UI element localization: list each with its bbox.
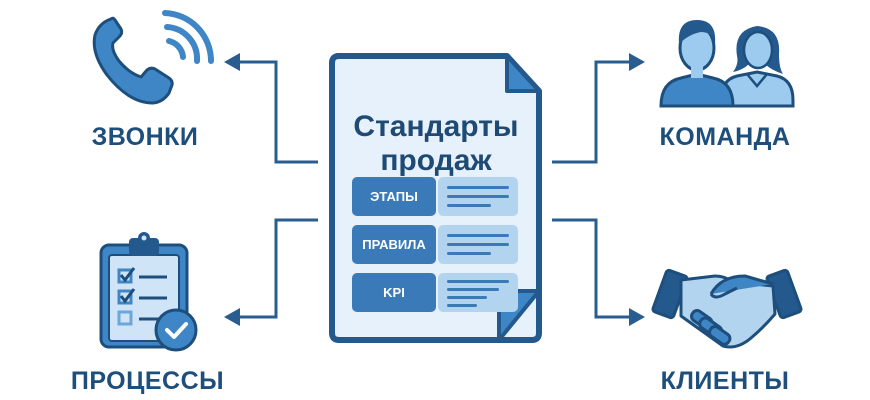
node-team[interactable]: КОМАНДА — [650, 5, 800, 165]
kpi-label: KPI — [383, 285, 405, 300]
team-icon — [659, 20, 795, 108]
kpi-button[interactable]: KPI — [352, 273, 436, 312]
stages-label: ЭТАПЫ — [370, 189, 418, 204]
node-calls[interactable]: ЗВОНКИ — [70, 5, 230, 165]
team-label: КОМАНДА — [659, 123, 791, 151]
document-title-line1: Стандарты — [353, 110, 519, 143]
clients-label: КЛИЕНТЫ — [660, 367, 790, 395]
processes-label: ПРОЦЕССЫ — [70, 367, 225, 395]
handshake-icon — [651, 268, 803, 349]
rules-button[interactable]: ПРАВИЛА — [352, 225, 436, 264]
node-processes[interactable]: ПРОЦЕССЫ — [70, 230, 240, 400]
stages-text-block — [438, 177, 518, 216]
kpi-text-block — [438, 273, 518, 312]
document-title-line2: продаж — [380, 144, 492, 177]
document-title: Стандарты продаж — [329, 110, 543, 178]
node-clients[interactable]: КЛИЕНТЫ — [650, 250, 810, 400]
stages-button[interactable]: ЭТАПЫ — [352, 177, 436, 216]
sales-standards-document: Стандарты продаж ЭТАПЫ ПРАВИЛА KPI — [329, 53, 543, 343]
rules-text-block — [438, 225, 518, 264]
calls-label: ЗВОНКИ — [91, 123, 199, 151]
phone-icon — [92, 10, 215, 105]
clipboard-checklist-icon — [99, 232, 198, 352]
rules-label: ПРАВИЛА — [362, 237, 426, 252]
